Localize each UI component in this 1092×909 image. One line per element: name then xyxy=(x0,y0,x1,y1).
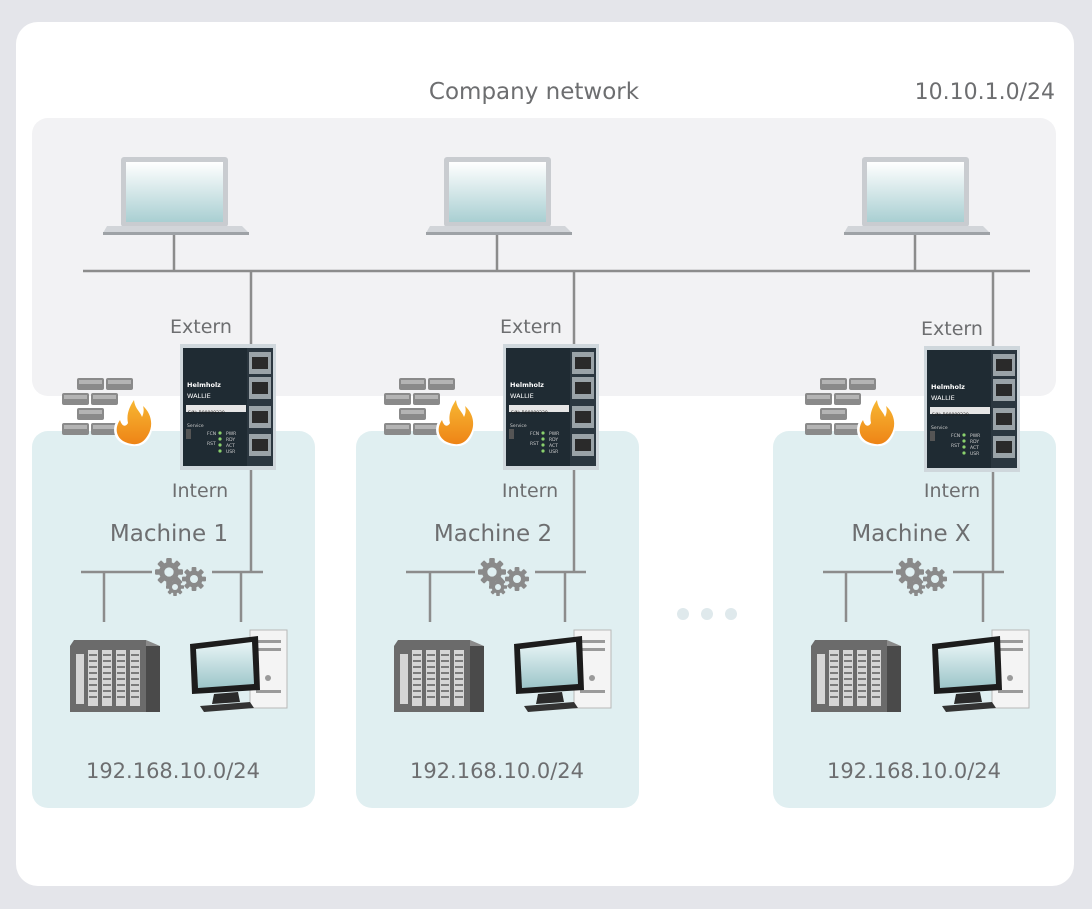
machine-name: Machine X xyxy=(851,521,971,547)
device-serial: S/N: R00009230 xyxy=(932,412,969,418)
more-machines-ellipsis xyxy=(677,608,737,620)
machine-name: Machine 1 xyxy=(110,521,228,547)
led-label-rst: RST xyxy=(207,441,216,447)
gear-icon xyxy=(505,567,529,591)
company-network-zone xyxy=(32,118,1056,396)
led-label-rst: RST xyxy=(530,441,539,447)
intern-label: Intern xyxy=(172,480,228,502)
laptop-icon xyxy=(426,157,572,235)
device-serial: S/N: R00009230 xyxy=(188,410,225,416)
machine-name: Machine 2 xyxy=(434,521,552,547)
plc-icon xyxy=(70,640,160,712)
led-label-pwr: PWR xyxy=(226,431,236,437)
plc-icon xyxy=(394,640,484,712)
led-label-pwr: PWR xyxy=(970,433,980,439)
led-label-act: ACT xyxy=(549,443,558,449)
laptop-icon xyxy=(844,157,990,235)
machine-subnet: 192.168.10.0/24 xyxy=(410,759,584,783)
led-label-fcn: FCN xyxy=(207,431,216,437)
machine-group-1: Extern Intern Helmholz WALLIE S/N: R0000… xyxy=(62,271,288,783)
device-section-label: Service xyxy=(510,423,527,429)
gear-icon xyxy=(182,567,206,591)
device-brand: Helmholz xyxy=(187,381,221,389)
led-label-usr: USR xyxy=(226,449,235,455)
device-serial: S/N: R00009230 xyxy=(511,410,548,416)
gear-icon xyxy=(923,567,947,591)
gear-icon xyxy=(166,578,184,596)
extern-label: Extern xyxy=(170,316,232,338)
led-label-pwr: PWR xyxy=(549,431,559,437)
laptop-icon xyxy=(103,157,249,235)
device-section-label: Service xyxy=(187,423,204,429)
intern-label: Intern xyxy=(502,480,558,502)
extern-label: Extern xyxy=(500,316,562,338)
device-model: WALLIE xyxy=(187,392,211,400)
device-model: WALLIE xyxy=(931,394,955,402)
led-label-rdy: RDY xyxy=(970,439,979,445)
led-label-rdy: RDY xyxy=(226,437,235,443)
led-label-rdy: RDY xyxy=(549,437,558,443)
intern-label: Intern xyxy=(924,480,980,502)
led-label-fcn: FCN xyxy=(951,433,960,439)
plc-icon xyxy=(811,640,901,712)
gear-icon xyxy=(907,578,925,596)
device-section-label: Service xyxy=(931,425,948,431)
device-brand: Helmholz xyxy=(931,383,965,391)
machine-group-x: Extern Intern Helmholz WALLIE S/N: R0000… xyxy=(805,271,1030,783)
led-label-fcn: FCN xyxy=(530,431,539,437)
extern-label: Extern xyxy=(921,318,983,340)
machine-zone-2 xyxy=(356,431,639,808)
led-label-act: ACT xyxy=(970,445,979,451)
company-network-subnet: 10.10.1.0/24 xyxy=(915,80,1055,105)
device-model: WALLIE xyxy=(510,392,534,400)
led-label-usr: USR xyxy=(549,449,558,455)
led-label-act: ACT xyxy=(226,443,235,449)
led-label-usr: USR xyxy=(970,451,979,457)
company-network-label: Company network xyxy=(429,79,640,105)
led-label-rst: RST xyxy=(951,443,960,449)
machine-subnet: 192.168.10.0/24 xyxy=(827,759,1001,783)
machine-subnet: 192.168.10.0/24 xyxy=(86,759,260,783)
gear-icon xyxy=(489,578,507,596)
machine-zone-x xyxy=(773,431,1056,808)
device-brand: Helmholz xyxy=(510,381,544,389)
machine-group-2: Extern Intern Helmholz WALLIE S/N: R0000… xyxy=(384,271,612,783)
machine-zone-1 xyxy=(32,431,315,808)
